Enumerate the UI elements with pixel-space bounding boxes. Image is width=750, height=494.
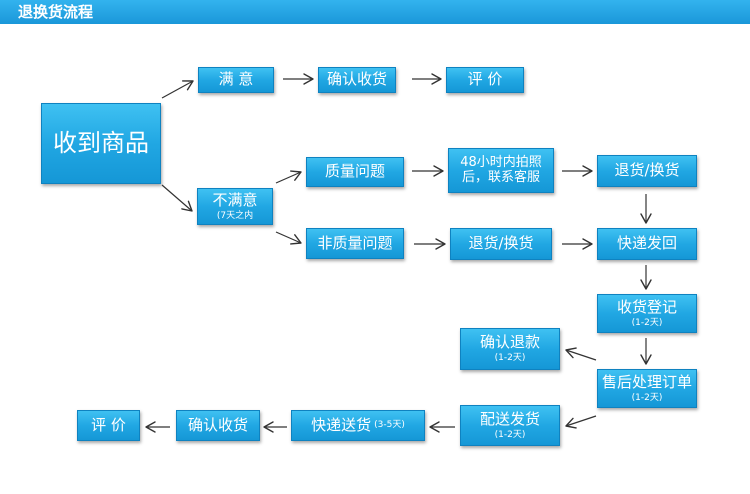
node-label: 评 价 [91, 415, 126, 434]
node-satisfied: 满 意 [198, 67, 274, 93]
node-review-1: 评 价 [446, 67, 524, 93]
header-bar: 退换货流程 [0, 0, 750, 24]
arrow-received-to-satisfied [161, 80, 194, 99]
node-label: 非质量问题 [317, 233, 393, 252]
node-return-exchange-1: 退货/换货 [597, 155, 697, 187]
node-days: (1-2天) [631, 392, 663, 403]
node-label-line2: 后，联系客服 [461, 169, 540, 185]
node-label: 售后处理订单 [601, 372, 692, 391]
node-courier-delivery: 快递送货 (3-5天) [291, 410, 425, 441]
node-after-sales: 售后处理订单 (1-2天) [597, 369, 697, 408]
node-days: (3-5天) [374, 420, 405, 431]
node-confirm-receipt-1: 确认收货 [318, 67, 396, 93]
node-days: (1-2天) [631, 317, 663, 328]
arrow-register-to-refund [565, 347, 597, 361]
node-label: 快递发回 [616, 234, 677, 253]
node-label: 退货/换货 [468, 234, 534, 253]
node-label: 确认退款 [479, 333, 540, 352]
page-title: 退换货流程 [18, 3, 94, 21]
node-note: (7天之内 [216, 210, 254, 221]
node-label: 快递送货 [311, 415, 372, 434]
node-label: 确认收货 [187, 415, 248, 434]
node-days: (1-2天) [494, 429, 526, 440]
node-label: 评 价 [467, 70, 503, 89]
node-confirm-receipt-2: 确认收货 [176, 410, 260, 441]
arrow-aftersales-to-shipout [565, 415, 597, 429]
arrow-unsatisfied-to-nonquality [275, 231, 302, 245]
node-receipt-register: 收货登记 (1-2天) [597, 294, 697, 333]
arrow-unsatisfied-to-quality [275, 170, 302, 184]
node-confirm-refund: 确认退款 (1-2天) [460, 328, 560, 370]
node-label: 质量问题 [324, 162, 385, 181]
node-non-quality-issue: 非质量问题 [306, 228, 404, 259]
node-received: 收到商品 [41, 103, 161, 184]
node-label-line1: 48小时内拍照 [460, 154, 542, 170]
node-review-2: 评 价 [77, 410, 140, 441]
node-label: 确认收货 [326, 70, 387, 89]
node-return-exchange-2: 退货/换货 [450, 228, 552, 260]
node-label: 满 意 [218, 70, 254, 89]
arrow-received-to-unsatisfied [161, 184, 193, 212]
node-label: 退货/换货 [614, 161, 680, 180]
node-quality-issue: 质量问题 [306, 157, 404, 187]
node-label: 不满意 [212, 190, 258, 209]
node-ship-out: 配送发货 (1-2天) [460, 405, 560, 446]
node-label: 收到商品 [53, 128, 149, 157]
node-unsatisfied: 不满意 (7天之内 [197, 188, 273, 225]
node-days: (1-2天) [494, 353, 526, 364]
node-label: 配送发货 [479, 409, 540, 428]
node-photo-contact: 48小时内拍照 后，联系客服 [448, 148, 554, 193]
node-label: 收货登记 [616, 297, 677, 316]
node-express-return: 快递发回 [597, 228, 697, 260]
